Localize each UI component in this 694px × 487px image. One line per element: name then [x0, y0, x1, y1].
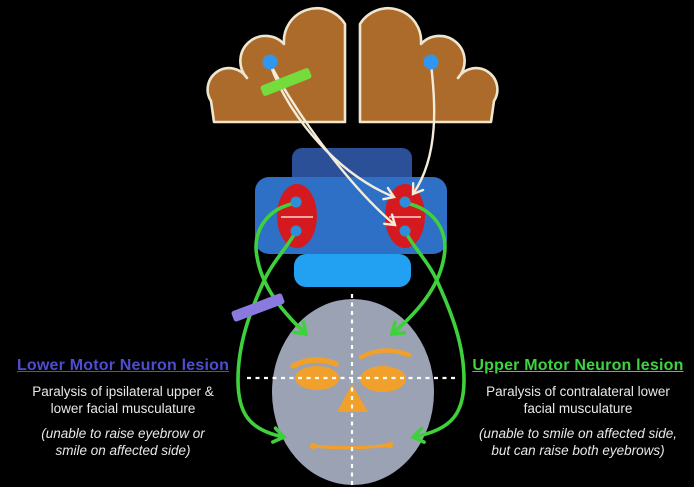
mouth-corner-left	[309, 442, 317, 450]
lmn-lesion-note-line2: smile on affected side)	[55, 442, 191, 458]
lmn-lesion-body-line1: Paralysis of ipsilateral upper &	[32, 384, 214, 399]
lmn-lesion-annotation: Lower Motor Neuron lesion Paralysis of i…	[10, 357, 236, 459]
facial-nerve-paths	[236, 201, 466, 444]
umn-lesion-note-line1: (unable to smile on affected side,	[478, 426, 678, 441]
nerve-right-upper-face	[389, 201, 447, 337]
spacer	[10, 417, 236, 426]
spacer	[466, 417, 690, 426]
face-midlines	[247, 294, 458, 486]
cortical-dot-left	[262, 54, 278, 70]
nucleus-dot-left-upper	[290, 196, 302, 208]
mouth-corner-right	[386, 441, 394, 449]
nerve-right-lower-face	[403, 229, 466, 444]
umn-lesion-annotation: Upper Motor Neuron lesion Paralysis of c…	[466, 357, 690, 459]
umn-lesion-body-line1: Paralysis of contralateral lower	[486, 384, 670, 399]
eyebrow-left	[290, 357, 339, 369]
nerve-left-lower-face	[236, 229, 298, 444]
lmn-lesion-note-line1: (unable to raise eyebrow or	[41, 426, 205, 441]
nerve-left-upper-face	[254, 201, 309, 337]
umn-lesion-title: Upper Motor Neuron lesion	[472, 357, 684, 374]
umn-lesion-body-line2: facial musculature	[523, 400, 633, 416]
nucleus-dot-left-lower	[290, 225, 302, 237]
umn-lesion-note-line2: but can raise both eyebrows)	[491, 442, 665, 458]
lmn-lesion-title: Lower Motor Neuron lesion	[16, 357, 230, 374]
face	[247, 294, 458, 486]
tract-right-cortex-to-right-upper-nucleus	[411, 63, 436, 196]
lmn-lesion-body-line2: lower facial musculature	[50, 400, 196, 416]
brain	[206, 7, 499, 124]
cortical-dot-right	[423, 54, 439, 70]
nucleus-dots	[290, 196, 411, 237]
brainstem	[255, 148, 447, 287]
umn-lesion-bar	[260, 68, 312, 96]
nucleus-dot-right-upper	[399, 196, 411, 208]
lmn-lesion-bar	[231, 293, 285, 322]
nucleus-dot-right-lower	[399, 225, 411, 237]
eyebrow-right-raised	[358, 348, 412, 360]
medulla-block	[294, 254, 411, 287]
